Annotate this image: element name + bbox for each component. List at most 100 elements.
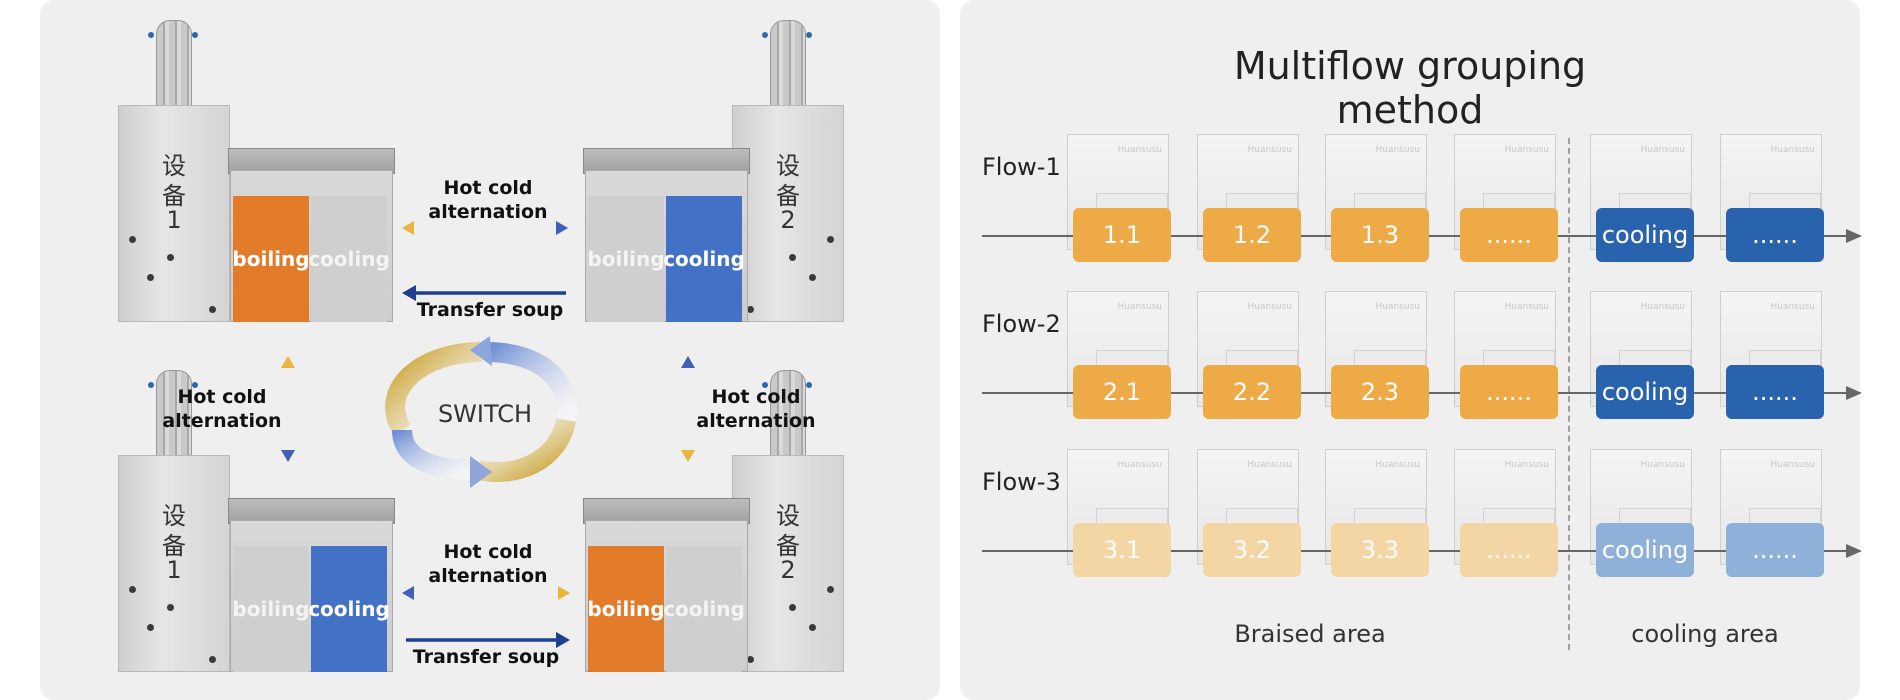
- flow-arrow-icon: [1846, 386, 1862, 400]
- boiling-compartment: boiling: [587, 546, 665, 672]
- hot-cold-label-right: Hot cold alternation: [696, 386, 816, 432]
- device-label-char: 2: [780, 206, 796, 234]
- hot-cold-label-left: Hot cold alternation: [162, 386, 282, 432]
- cooling-compartment: cooling: [663, 196, 745, 322]
- device-label-char: 备: [776, 182, 800, 210]
- boiling-compartment: boiling: [587, 196, 665, 322]
- ghost-brand-text: Huansusu: [1117, 145, 1162, 155]
- ghost-brand-text: Huansusu: [1247, 302, 1292, 312]
- braise-stage-cell: 1.3: [1331, 208, 1429, 262]
- braise-stage-cell: ......: [1460, 365, 1558, 419]
- rivet: [147, 274, 154, 281]
- rivet: [789, 604, 796, 611]
- braise-stage-cell: ......: [1460, 208, 1558, 262]
- ghost-brand-text: Huansusu: [1117, 302, 1162, 312]
- switch-cycle-icon: [385, 336, 577, 488]
- cooling-stage-cell: cooling: [1596, 365, 1694, 419]
- rivet: [827, 586, 834, 593]
- hot-cold-arrow-bottom: [402, 586, 570, 600]
- rivet: [809, 274, 816, 281]
- device-label-char: 设: [776, 152, 800, 180]
- boiling-compartment: boiling: [232, 196, 310, 322]
- hot-cold-arrow-top: [402, 221, 568, 235]
- kettle-lid: [583, 148, 750, 174]
- device-label-char: 备: [162, 532, 186, 560]
- switch-label: SWITCH: [437, 400, 533, 428]
- ghost-brand-text: Huansusu: [1504, 302, 1549, 312]
- transfer-arrow-top: [402, 285, 566, 301]
- valve-icon: [806, 32, 812, 38]
- rivet: [209, 656, 216, 663]
- braise-stage-cell: 1.2: [1203, 208, 1301, 262]
- rivet: [827, 236, 834, 243]
- transfer-soup-label-bottom: Transfer soup: [412, 646, 560, 668]
- kettle-lid: [228, 148, 395, 174]
- hot-cold-arrow-left: [281, 356, 295, 462]
- hot-cold-arrow-right: [681, 356, 695, 462]
- transfer-soup-label-top: Transfer soup: [416, 299, 564, 321]
- cooling-compartment: cooling: [663, 546, 745, 672]
- area-divider: [1568, 138, 1570, 650]
- rivet: [129, 236, 136, 243]
- braise-stage-cell: 3.1: [1073, 523, 1171, 577]
- rivet: [209, 306, 216, 313]
- ghost-brand-text: Huansusu: [1770, 460, 1815, 470]
- cooling-stage-cell: ......: [1726, 208, 1824, 262]
- braise-stage-cell: ......: [1460, 523, 1558, 577]
- rivet: [129, 586, 136, 593]
- cooling-stage-cell: ......: [1726, 365, 1824, 419]
- hot-cold-label-bottom: Hot cold alternation: [428, 541, 548, 587]
- ghost-brand-text: Huansusu: [1640, 145, 1685, 155]
- cooling-area-label: cooling area: [1631, 620, 1779, 648]
- flow-arrow-icon: [1846, 229, 1862, 243]
- valve-icon: [192, 382, 198, 388]
- device-label-char: 2: [780, 556, 796, 584]
- ghost-brand-text: Huansusu: [1117, 460, 1162, 470]
- steam-pipes: [156, 20, 192, 110]
- device-label-char: 备: [162, 182, 186, 210]
- device-label-char: 设: [776, 502, 800, 530]
- valve-icon: [806, 382, 812, 388]
- valve-icon: [148, 32, 154, 38]
- ghost-brand-text: Huansusu: [1247, 460, 1292, 470]
- ghost-brand-text: Huansusu: [1770, 302, 1815, 312]
- page-title: Multiflow grouping method: [1233, 44, 1587, 132]
- hot-cold-label-top: Hot cold alternation: [428, 177, 548, 223]
- transfer-arrow-bottom: [406, 632, 570, 648]
- steam-pipes: [770, 370, 806, 460]
- braise-stage-cell: 2.1: [1073, 365, 1171, 419]
- cooling-compartment: cooling: [308, 546, 390, 672]
- ghost-brand-text: Huansusu: [1504, 460, 1549, 470]
- valve-icon: [762, 32, 768, 38]
- ghost-brand-text: Huansusu: [1247, 145, 1292, 155]
- device-label-char: 1: [166, 206, 182, 234]
- ghost-brand-text: Huansusu: [1375, 302, 1420, 312]
- ghost-brand-text: Huansusu: [1770, 145, 1815, 155]
- rivet: [167, 254, 174, 261]
- rivet: [747, 656, 754, 663]
- braise-stage-cell: 3.3: [1331, 523, 1429, 577]
- flow-arrow-icon: [1846, 544, 1862, 558]
- rivet: [147, 624, 154, 631]
- valve-icon: [192, 32, 198, 38]
- ghost-brand-text: Huansusu: [1504, 145, 1549, 155]
- rivet: [167, 604, 174, 611]
- ghost-brand-text: Huansusu: [1640, 302, 1685, 312]
- device-label-char: 1: [166, 556, 182, 584]
- boiling-compartment: boiling: [232, 546, 310, 672]
- flow-label: Flow-1: [982, 153, 1061, 181]
- ghost-brand-text: Huansusu: [1375, 460, 1420, 470]
- braise-stage-cell: 2.3: [1331, 365, 1429, 419]
- flow-label: Flow-3: [982, 468, 1061, 496]
- rivet: [789, 254, 796, 261]
- cooling-stage-cell: cooling: [1596, 523, 1694, 577]
- braised-area-label: Braised area: [1234, 620, 1386, 648]
